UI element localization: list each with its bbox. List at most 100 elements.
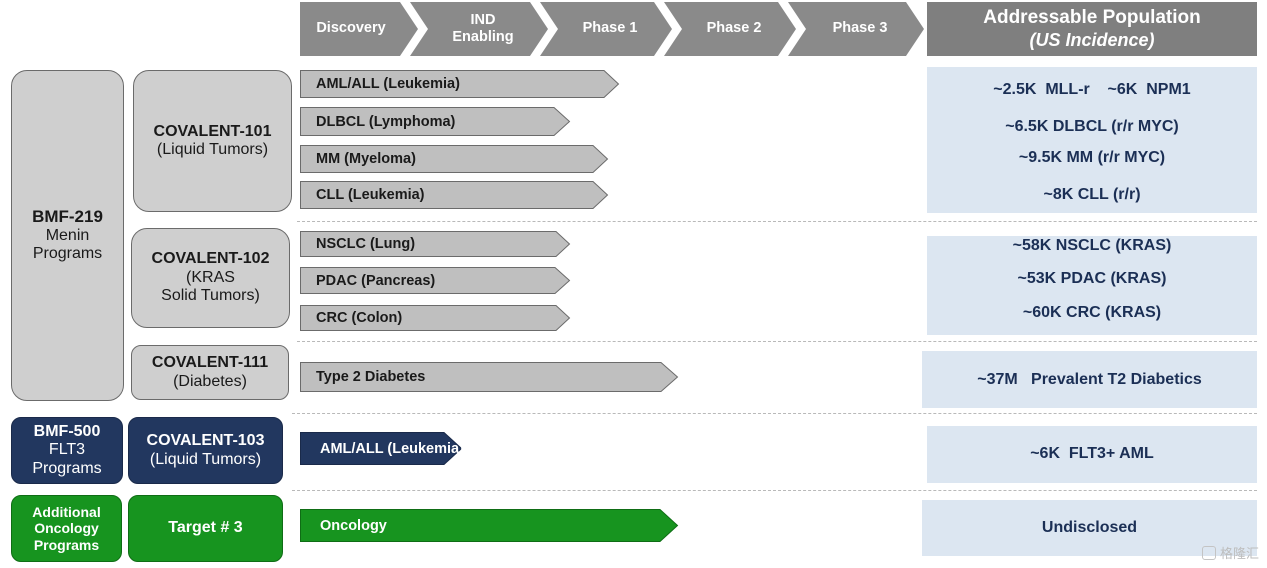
- indication-arrow-shape: [300, 107, 571, 136]
- indication-label: Type 2 Diabetes: [316, 369, 426, 385]
- addressable-value: Undisclosed: [1041, 519, 1138, 536]
- program-line: Oncology: [34, 520, 99, 537]
- study-covalent-102: COVALENT-102 (KRAS Solid Tumors): [131, 228, 290, 328]
- addressable-value: ~6K FLT3+ AML: [1030, 445, 1154, 462]
- indication-bar: Oncology: [300, 509, 679, 542]
- study-sub: Solid Tumors): [161, 287, 260, 305]
- phase-3-chevron: [788, 2, 924, 56]
- indication-label: MM (Myeloma): [316, 151, 416, 167]
- addressable-subtitle: (US Incidence): [1029, 29, 1155, 50]
- addressable-title: Addressable Population: [983, 6, 1201, 28]
- phase-label: Phase 3: [832, 20, 888, 37]
- watermark: 格隆汇: [1201, 543, 1259, 562]
- phase-1: Phase 1: [540, 2, 672, 56]
- phase-discovery: Discovery: [300, 2, 418, 56]
- indication-label: CLL (Leukemia): [316, 187, 425, 203]
- indication-bar: AML/ALL (Leukemia): [300, 70, 620, 98]
- watermark-logo-icon: [1201, 545, 1216, 560]
- phase-2-chevron: [664, 2, 796, 56]
- indication-arrow-shape: [300, 231, 571, 257]
- indication-bar: CRC (Colon): [300, 305, 571, 331]
- phase-label: IND: [470, 11, 496, 28]
- row-separator: [292, 490, 1257, 491]
- study-sub: (KRAS: [186, 268, 235, 286]
- program-line: Programs: [32, 245, 103, 263]
- addressable-box-covalent-102: ~58K NSCLC (KRAS) ~53K PDAC (KRAS) ~60K …: [927, 236, 1257, 335]
- program-additional-oncology: Additional Oncology Programs: [11, 495, 122, 562]
- indication-arrow-shape: [300, 145, 609, 173]
- indication-label: AML/ALL (Leukemia): [320, 440, 464, 457]
- study-name: COVALENT-111: [151, 354, 269, 372]
- indication-bar: Type 2 Diabetes: [300, 362, 679, 392]
- indication-bar: NSCLC (Lung): [300, 231, 571, 257]
- program-name: BMF-219: [32, 207, 103, 227]
- study-covalent-111: COVALENT-111 (Diabetes): [131, 345, 289, 400]
- addressable-value: ~53K PDAC (KRAS): [1017, 270, 1167, 287]
- study-covalent-101: COVALENT-101 (Liquid Tumors): [133, 70, 292, 212]
- indication-arrow-shape: [300, 432, 463, 465]
- study-name: COVALENT-103: [146, 432, 265, 450]
- indication-arrow: [300, 432, 463, 465]
- study-sub: (Liquid Tumors): [149, 450, 262, 468]
- indication-arrow: [300, 107, 571, 136]
- phase-2: Phase 2: [664, 2, 796, 56]
- phase-1-chevron: [540, 2, 672, 56]
- study-covalent-103: COVALENT-103 (Liquid Tumors): [128, 417, 283, 484]
- indication-arrow-shape: [300, 509, 679, 542]
- study-sub: (Diabetes): [173, 372, 247, 390]
- row-separator: [297, 221, 1257, 222]
- indication-arrow: [300, 362, 679, 392]
- study-target-3: Target # 3: [128, 495, 283, 562]
- addressable-box-covalent-103: ~6K FLT3+ AML: [927, 426, 1257, 483]
- indication-bar: CLL (Leukemia): [300, 181, 609, 209]
- indication-arrow-shape: [300, 305, 571, 331]
- phase-3: Phase 3: [788, 2, 924, 56]
- indication-arrow: [300, 509, 679, 542]
- program-line: Additional: [32, 504, 101, 521]
- indication-arrow-shape: [300, 70, 620, 98]
- addressable-box-target-3: Undisclosed: [922, 500, 1257, 556]
- indication-arrow: [300, 267, 571, 294]
- indication-arrow-shape: [300, 267, 571, 294]
- phase-label: Enabling: [452, 29, 514, 45]
- study-name: COVALENT-102: [151, 250, 270, 268]
- indication-bar: MM (Myeloma): [300, 145, 609, 173]
- indication-arrow: [300, 305, 571, 331]
- study-sub: (Liquid Tumors): [156, 141, 269, 158]
- program-name: BMF-500: [33, 422, 101, 440]
- program-line: Programs: [32, 459, 102, 477]
- program-bmf500: BMF-500 FLT3 Programs: [11, 417, 123, 484]
- indication-label: Oncology: [320, 517, 387, 534]
- addressable-value: ~9.5K MM (r/r MYC): [1018, 149, 1166, 166]
- addressable-value: ~8K CLL (r/r): [1043, 186, 1141, 203]
- study-name: COVALENT-101: [153, 122, 272, 140]
- phase-label: Phase 2: [706, 20, 762, 37]
- addressable-value: ~2.5K MLL-r ~6K NPM1: [993, 81, 1191, 98]
- phase-ind-chevron: [410, 2, 548, 56]
- program-bmf219: BMF-219 Menin Programs: [11, 70, 124, 401]
- indication-label: AML/ALL (Leukemia): [316, 76, 460, 92]
- indication-arrow: [300, 70, 620, 98]
- indication-label: PDAC (Pancreas): [316, 272, 436, 289]
- indication-arrow: [300, 145, 609, 173]
- indication-label: DLBCL (Lymphoma): [316, 113, 456, 130]
- row-separator: [297, 341, 1257, 342]
- phase-ind-enabling: IND Enabling: [410, 2, 548, 56]
- indication-label: CRC (Colon): [316, 310, 403, 326]
- phase-label: Phase 1: [582, 20, 638, 37]
- indication-bar: AML/ALL (Leukemia): [300, 432, 464, 465]
- addressable-box-covalent-101: ~2.5K MLL-r ~6K NPM1 ~6.5K DLBCL (r/r MY…: [927, 67, 1257, 213]
- program-line: Programs: [33, 536, 100, 553]
- addressable-value: ~6.5K DLBCL (r/r MYC): [1005, 118, 1179, 135]
- indication-arrow: [300, 231, 571, 257]
- program-line: Menin: [45, 226, 90, 244]
- indication-arrow-shape: [300, 362, 679, 392]
- addressable-value: ~60K CRC (KRAS): [1022, 304, 1162, 321]
- indication-arrow-shape: [300, 181, 609, 209]
- study-name: Target # 3: [168, 519, 243, 537]
- addressable-value: ~37M Prevalent T2 Diabetics: [977, 371, 1202, 388]
- phase-discovery-chevron: [300, 2, 418, 56]
- addressable-box-covalent-111: ~37M Prevalent T2 Diabetics: [922, 351, 1257, 408]
- watermark-text: 格隆汇: [1219, 546, 1259, 561]
- indication-arrow: [300, 181, 609, 209]
